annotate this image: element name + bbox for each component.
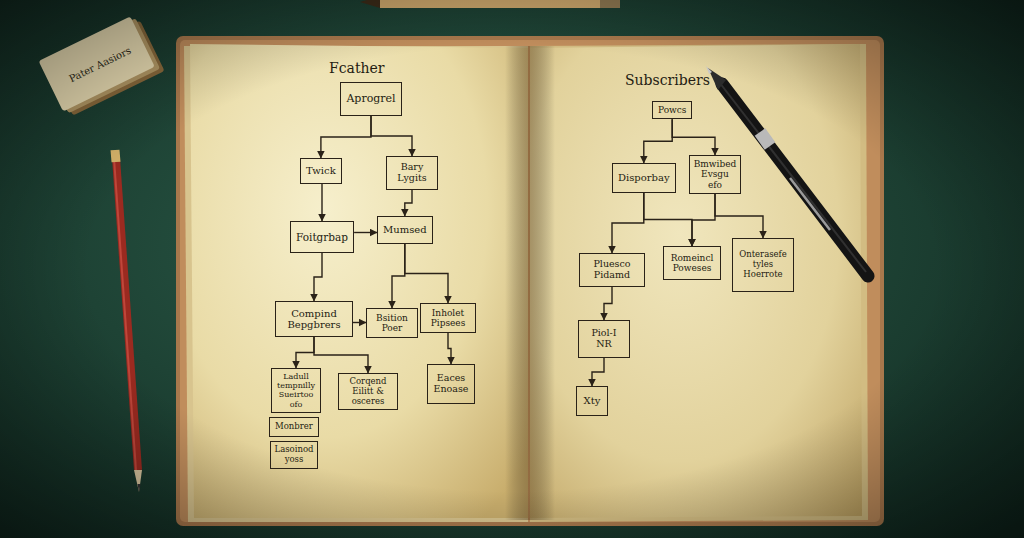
process-box: Mumsed	[377, 216, 433, 244]
node-text: Powcs	[658, 105, 686, 115]
process-box: Bary Lygits	[386, 156, 438, 190]
flow-arrow	[715, 194, 763, 238]
flow-arrow	[692, 194, 715, 246]
process-box: Onterasefe tyles Hoerrote	[732, 238, 794, 292]
flow-arrow	[354, 232, 377, 233]
process-box: Romeincl Poweses	[663, 246, 721, 280]
node-text: Pluesco Pidamd	[585, 259, 639, 281]
flow-arrow	[592, 358, 604, 386]
process-box: Powcs	[652, 101, 692, 119]
node-text: Foitgrbap	[296, 231, 348, 243]
process-box: Lasoinod yoss	[270, 441, 318, 469]
node-text: Ladull tempnilly Sueirtoo ofo	[277, 372, 315, 409]
flow-arrow	[353, 322, 366, 323]
node-text: Corqend Eilitt & osceres	[344, 377, 392, 406]
node-text: Mumsed	[383, 224, 427, 236]
node-text: Bsition Poer	[372, 313, 412, 334]
flow-arrow	[672, 119, 715, 155]
node-text: Monbrer	[275, 422, 313, 432]
node-text: Piol-I NR	[584, 328, 624, 350]
flow-arrow	[612, 193, 644, 253]
node-text: Compind Bepgbrers	[281, 308, 347, 331]
flow-arrow	[392, 244, 405, 308]
node-text: Bary Lygits	[392, 162, 432, 184]
node-text: Eaces Enoase	[433, 373, 469, 395]
process-box: Twick	[300, 158, 342, 184]
node-text: Lasoinod yoss	[275, 445, 314, 465]
process-box: Disporbay	[612, 163, 676, 193]
node-text: Aprogrel	[346, 93, 395, 106]
process-box: Eaces Enoase	[427, 364, 475, 404]
process-box: Bmwibed Evsgu efo	[689, 155, 741, 194]
process-box: Monbrer	[269, 417, 319, 437]
process-box: Piol-I NR	[578, 320, 630, 358]
node-text: Onterasefe tyles Hoerrote	[738, 250, 788, 279]
node-text: Romeincl Poweses	[669, 253, 715, 274]
page-heading: Subscribers	[625, 72, 710, 88]
flow-arrow	[296, 337, 314, 368]
card-note: Pater Aasiors	[66, 44, 134, 85]
flow-arrow	[321, 184, 322, 221]
page-heading: Fcather	[329, 60, 385, 76]
flow-arrow	[314, 253, 322, 301]
node-text: Inholet Pipsees	[426, 308, 470, 329]
process-box: Foitgrbap	[290, 221, 354, 253]
flow-arrow	[405, 190, 412, 216]
process-box: Pluesco Pidamd	[579, 253, 645, 287]
flow-arrow	[371, 116, 412, 156]
node-text: Xty	[584, 395, 601, 407]
node-text: Bmwibed Evsgu efo	[694, 159, 737, 190]
process-box: Aprogrel	[340, 82, 402, 116]
process-box: Inholet Pipsees	[420, 303, 476, 333]
flow-arrow	[644, 193, 692, 246]
flow-arrow	[321, 116, 371, 158]
flow-arrow	[405, 244, 448, 303]
node-text: Disporbay	[618, 172, 670, 184]
flow-arrow	[644, 119, 672, 163]
process-box: Bsition Poer	[366, 308, 418, 338]
process-box: Xty	[576, 386, 608, 416]
flow-arrow	[604, 287, 612, 320]
process-box: Corqend Eilitt & osceres	[338, 373, 398, 410]
flow-arrow	[448, 333, 451, 364]
flow-arrow	[314, 337, 368, 373]
node-text: Twick	[306, 165, 336, 177]
process-box: Ladull tempnilly Sueirtoo ofo	[271, 368, 321, 413]
process-box: Compind Bepgbrers	[275, 301, 353, 337]
